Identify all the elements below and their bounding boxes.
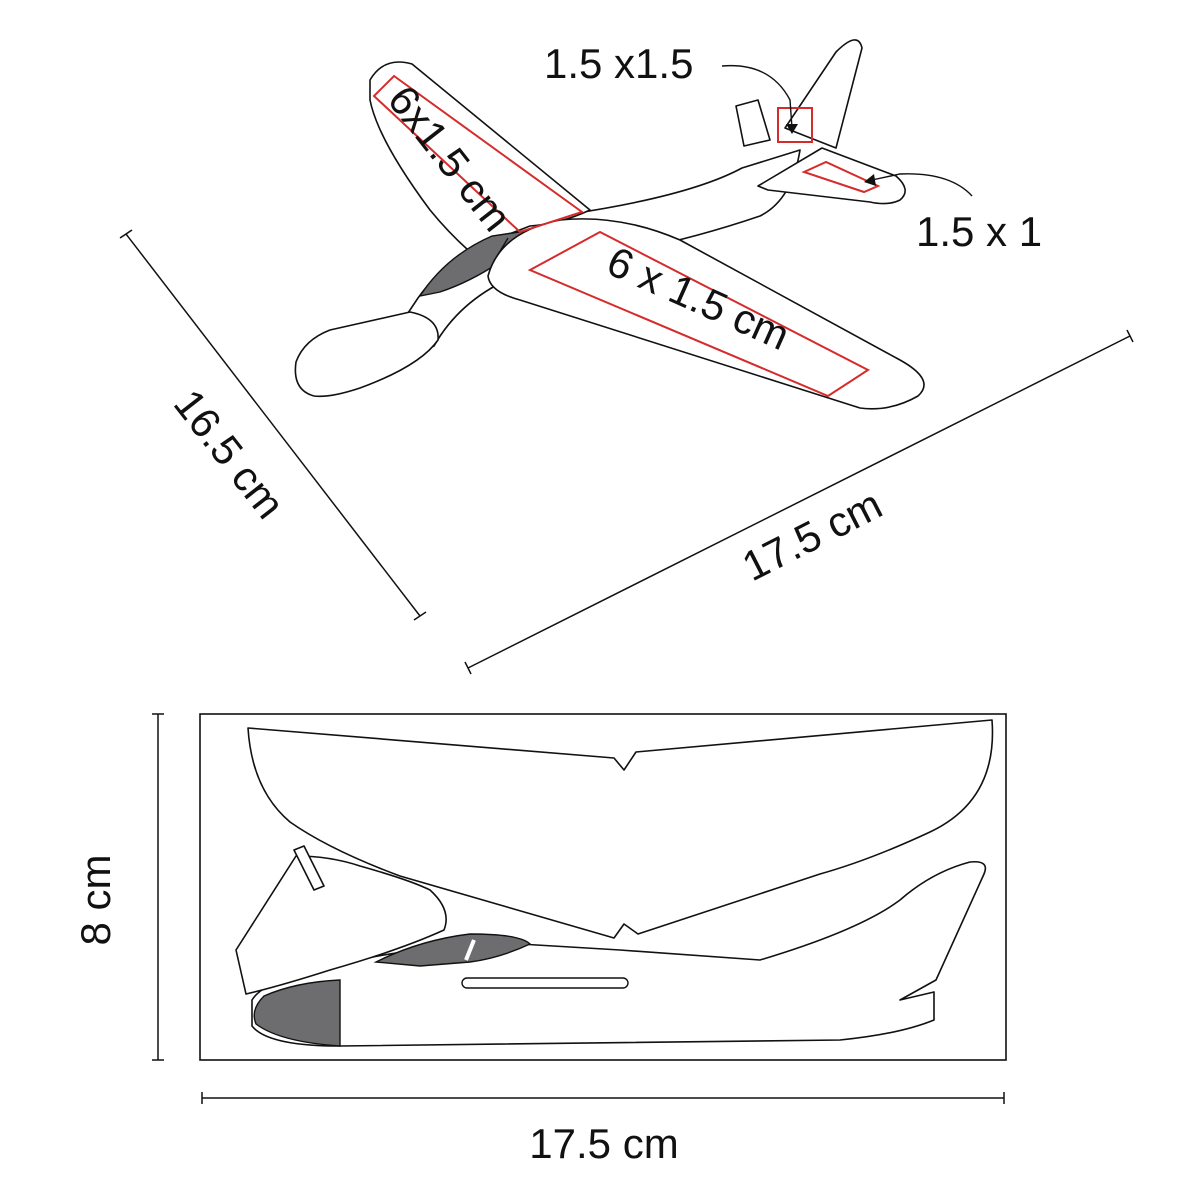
tail-fin-print-area bbox=[777, 107, 813, 143]
nose-cone bbox=[294, 311, 439, 398]
tail-fin-area-label: 1.5 x1.5 bbox=[544, 40, 693, 87]
stabilizer-leader bbox=[871, 173, 973, 197]
stabilizer-area-label: 1.5 x 1 bbox=[916, 208, 1042, 255]
right-wing-print-area bbox=[527, 230, 870, 398]
kit-fin-piece bbox=[235, 855, 447, 995]
flat-kit-view: 8 cm 17.5 cm bbox=[72, 713, 1007, 1167]
kit-width-dimension-label: 17.5 cm bbox=[529, 1120, 678, 1167]
width-dimension-line bbox=[464, 329, 1134, 675]
stabilizer-print-area bbox=[801, 160, 881, 194]
kit-height-dimension-line bbox=[152, 713, 164, 1061]
tail-fin-leader bbox=[721, 64, 793, 129]
kit-canopy-divider bbox=[464, 939, 476, 961]
tail-fin bbox=[784, 39, 863, 149]
assembled-airplane: 6x1.5 cm 6 x 1.5 cm 1.5 x1.5 1.5 x 1 16.… bbox=[119, 39, 1134, 675]
tail-tab bbox=[735, 99, 771, 147]
kit-wing-slot bbox=[461, 977, 629, 989]
left-wing bbox=[369, 61, 591, 251]
kit-height-dimension-label: 8 cm bbox=[72, 854, 119, 945]
kit-nose bbox=[253, 979, 341, 1047]
left-wing-print-area bbox=[372, 74, 585, 234]
depth-dimension-line bbox=[119, 229, 427, 621]
kit-width-dimension-line bbox=[201, 1092, 1005, 1104]
depth-dimension-label: 16.5 cm bbox=[165, 381, 294, 528]
kit-wing-piece bbox=[247, 719, 994, 939]
width-dimension-label: 17.5 cm bbox=[735, 480, 889, 590]
tail-fin-arrowhead bbox=[786, 124, 798, 134]
kit-fin-tab bbox=[293, 845, 325, 891]
kit-canopy bbox=[373, 933, 532, 967]
stabilizer-arrowhead bbox=[864, 174, 876, 186]
